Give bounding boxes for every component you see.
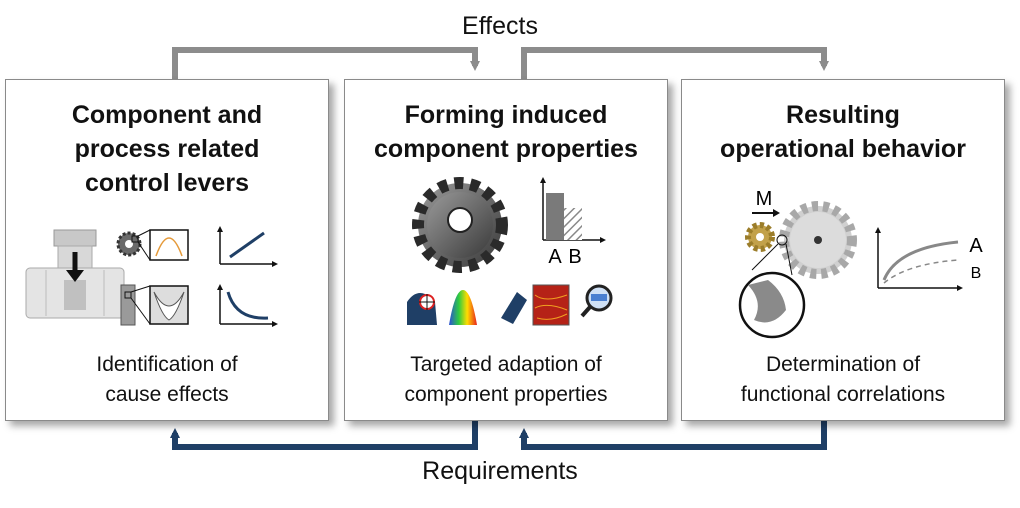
curve-a: [882, 240, 959, 281]
operational-behavior-illustration: M A B: [738, 188, 983, 339]
gear-detail-icon: [116, 229, 189, 261]
bar-a: [546, 193, 564, 240]
torque-label: M: [756, 188, 773, 210]
panel-component-properties: A B Forming induced component properties…: [344, 79, 668, 421]
title-line: Resulting: [786, 101, 900, 129]
caption-line: Identification of: [96, 353, 238, 376]
behavior-curve-graph: A B: [875, 227, 983, 291]
linear-trend-graph: [217, 226, 278, 267]
effects-label: Effects: [462, 12, 538, 40]
panel-caption: Determination of functional correlations: [682, 350, 1004, 410]
panel-title: Component and process related control le…: [6, 98, 328, 200]
effects-arrow-2: [521, 47, 829, 79]
title-line: Component and: [71, 101, 263, 129]
contact-zoom-detail: [738, 234, 806, 339]
caption-line: cause effects: [105, 383, 229, 406]
component-properties-illustration: A B: [407, 177, 613, 326]
title-line: control levers: [85, 169, 249, 197]
caption-line: component properties: [404, 383, 608, 406]
requirements-arrows: [170, 420, 827, 450]
panel-caption: Targeted adaption of component propertie…: [345, 350, 667, 410]
requirements-label: Requirements: [422, 457, 578, 485]
title-line: component properties: [374, 135, 638, 163]
torque-indicator: M: [752, 188, 780, 217]
title-line: process related: [74, 135, 260, 163]
title-line: operational behavior: [720, 135, 966, 163]
panel-control-levers: Component and process related control le…: [5, 79, 329, 421]
caption-line: Determination of: [765, 353, 921, 376]
bar-b: [564, 208, 582, 240]
effects-arrows: [172, 47, 829, 79]
forming-tool-image: [25, 229, 125, 319]
gear-image: [412, 177, 508, 273]
bar-label-a: A: [548, 246, 562, 268]
magnifier-icon: [580, 284, 613, 318]
hardness-measurement-icon: [407, 293, 437, 325]
surface-scan-icon: [501, 284, 570, 326]
property-bar-chart: A B: [540, 177, 606, 268]
bar-label-b: B: [568, 246, 581, 268]
curve-label-a: A: [969, 235, 983, 257]
caption-line: functional correlations: [740, 383, 946, 406]
effects-arrow-1: [172, 47, 480, 79]
stress-distribution-icon: [449, 290, 477, 325]
decreasing-curve-graph: [217, 284, 278, 327]
control-levers-illustration: [25, 226, 278, 327]
gear-pair-image: [745, 201, 857, 279]
title-line: Forming induced: [404, 101, 608, 129]
panel-title: Forming induced component properties: [345, 98, 667, 166]
tooth-section-icon: [120, 284, 189, 326]
panel-title: Resulting operational behavior: [682, 98, 1004, 166]
caption-line: Targeted adaption of: [410, 353, 602, 376]
panel-operational-behavior: M A B Resulting operational behavior Det…: [681, 79, 1005, 421]
requirements-arrow-2: [519, 420, 827, 450]
panel-caption: Identification of cause effects: [6, 350, 328, 410]
curve-label-b: B: [971, 265, 982, 282]
requirements-arrow-1: [170, 420, 478, 450]
